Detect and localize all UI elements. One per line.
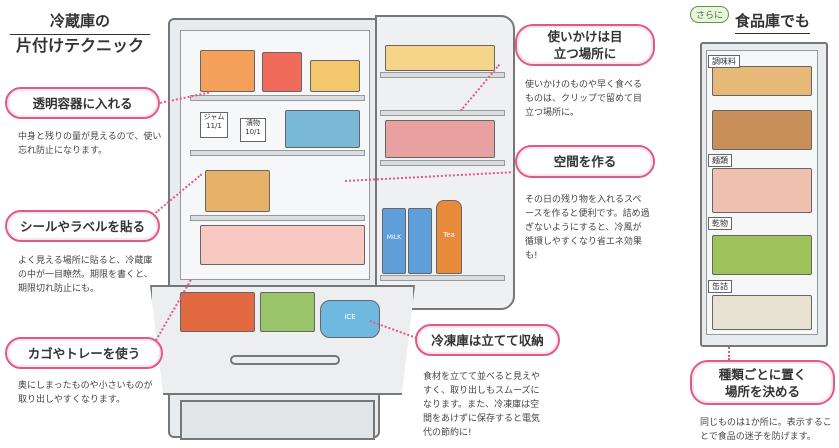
container: [262, 52, 302, 92]
frozen-food: [260, 292, 315, 332]
tip-heading: 冷凍庫は立てて収納: [415, 324, 560, 356]
milk-carton: [408, 208, 432, 274]
tip-heading: 使いかけは目立つ場所に: [515, 24, 655, 66]
door-pocket: [380, 72, 505, 78]
drawer-handle: [230, 355, 340, 365]
shelf: [190, 150, 365, 156]
tip-heading: シールやラベルを貼る: [5, 210, 160, 242]
pantry-label: 麺類: [708, 154, 732, 167]
tip-text: その日の残り物を入れるスペースを作ると便利です。詰め過ぎないようにすると、冷風が…: [525, 195, 650, 261]
door-items: [385, 120, 495, 158]
tip-text: 使いかけのものや早く食べるものは、クリップで留めて目立つ場所に。: [525, 80, 643, 118]
pantry-title: 食品庫でも: [735, 10, 811, 34]
pantry-items: [712, 168, 812, 213]
pantry-label: 調味料: [708, 55, 740, 68]
container: [200, 50, 255, 92]
tip-heading: 透明容器に入れる: [5, 87, 160, 119]
vegetable-drawer: [180, 400, 375, 440]
page-title: 冷蔵庫の 片付けテクニック: [10, 10, 150, 57]
jar: [310, 60, 360, 92]
tea-bottle: Tea: [436, 200, 462, 274]
tip-text: 食材を立てて並べると見えやすく、取り出しもスムーズになります。また、冷凍庫は空間…: [423, 372, 541, 438]
door-pocket: [380, 275, 505, 281]
basket: [205, 170, 270, 212]
ice-cream: ICE: [320, 300, 380, 338]
pantry-items: [712, 235, 812, 275]
tip-text: 中身と残りの量が見えるので、使い忘れ防止になります。: [18, 132, 162, 156]
milk-carton: MILK: [382, 208, 406, 274]
tip-heading: カゴやトレーを使う: [5, 337, 163, 369]
tray: [200, 225, 365, 265]
shelf: [190, 215, 365, 221]
tip-heading: 種類ごとに置く場所を決める: [690, 360, 835, 405]
pantry-items: [712, 66, 812, 96]
pantry-label: 缶詰: [708, 280, 732, 293]
door-pocket: [380, 160, 505, 166]
door-items: [385, 45, 495, 71]
basket: [285, 110, 360, 148]
pantry-badge: さらに: [690, 6, 730, 23]
tip-text: 奥にしまったものや小さいものが取り出しやすくなります。: [18, 381, 153, 405]
tip-text: 同じものは1か所に。表示することで食品の迷子を防げます。: [700, 418, 832, 442]
frozen-food: [180, 292, 255, 332]
pantry-items: [712, 295, 812, 330]
pantry-items: [712, 110, 812, 150]
shelf: [190, 95, 365, 101]
door-pocket: [380, 110, 505, 116]
pantry-label: 乾物: [708, 217, 732, 230]
tip-heading: 空間を作る: [515, 145, 655, 178]
tip-text: よく見える場所に貼ると、冷蔵庫の中が一目瞭然。期限を書くと、期限切れ防止にも。: [18, 256, 153, 294]
